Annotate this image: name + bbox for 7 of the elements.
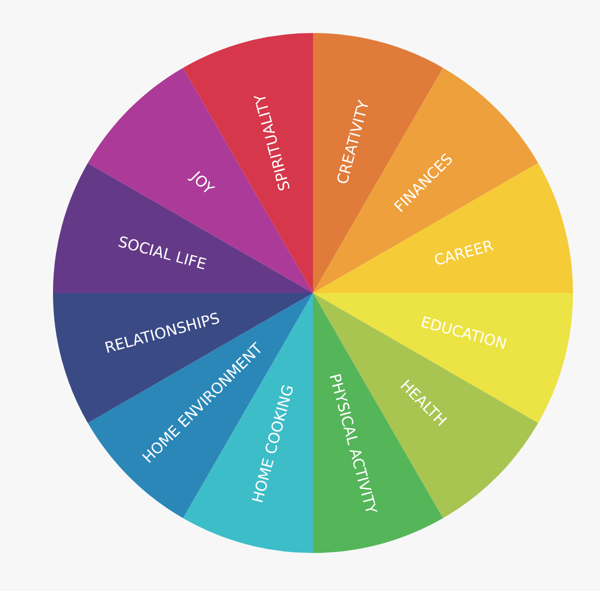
segment-label: CAREER [432, 235, 496, 270]
segment-label: JOY [186, 166, 218, 198]
wheel-segment [88, 68, 313, 293]
wheel-segment [313, 293, 538, 518]
wheel-segment [313, 68, 538, 293]
wheel-segment [88, 293, 313, 518]
segment-label: SOCIAL LIFE [116, 231, 209, 274]
